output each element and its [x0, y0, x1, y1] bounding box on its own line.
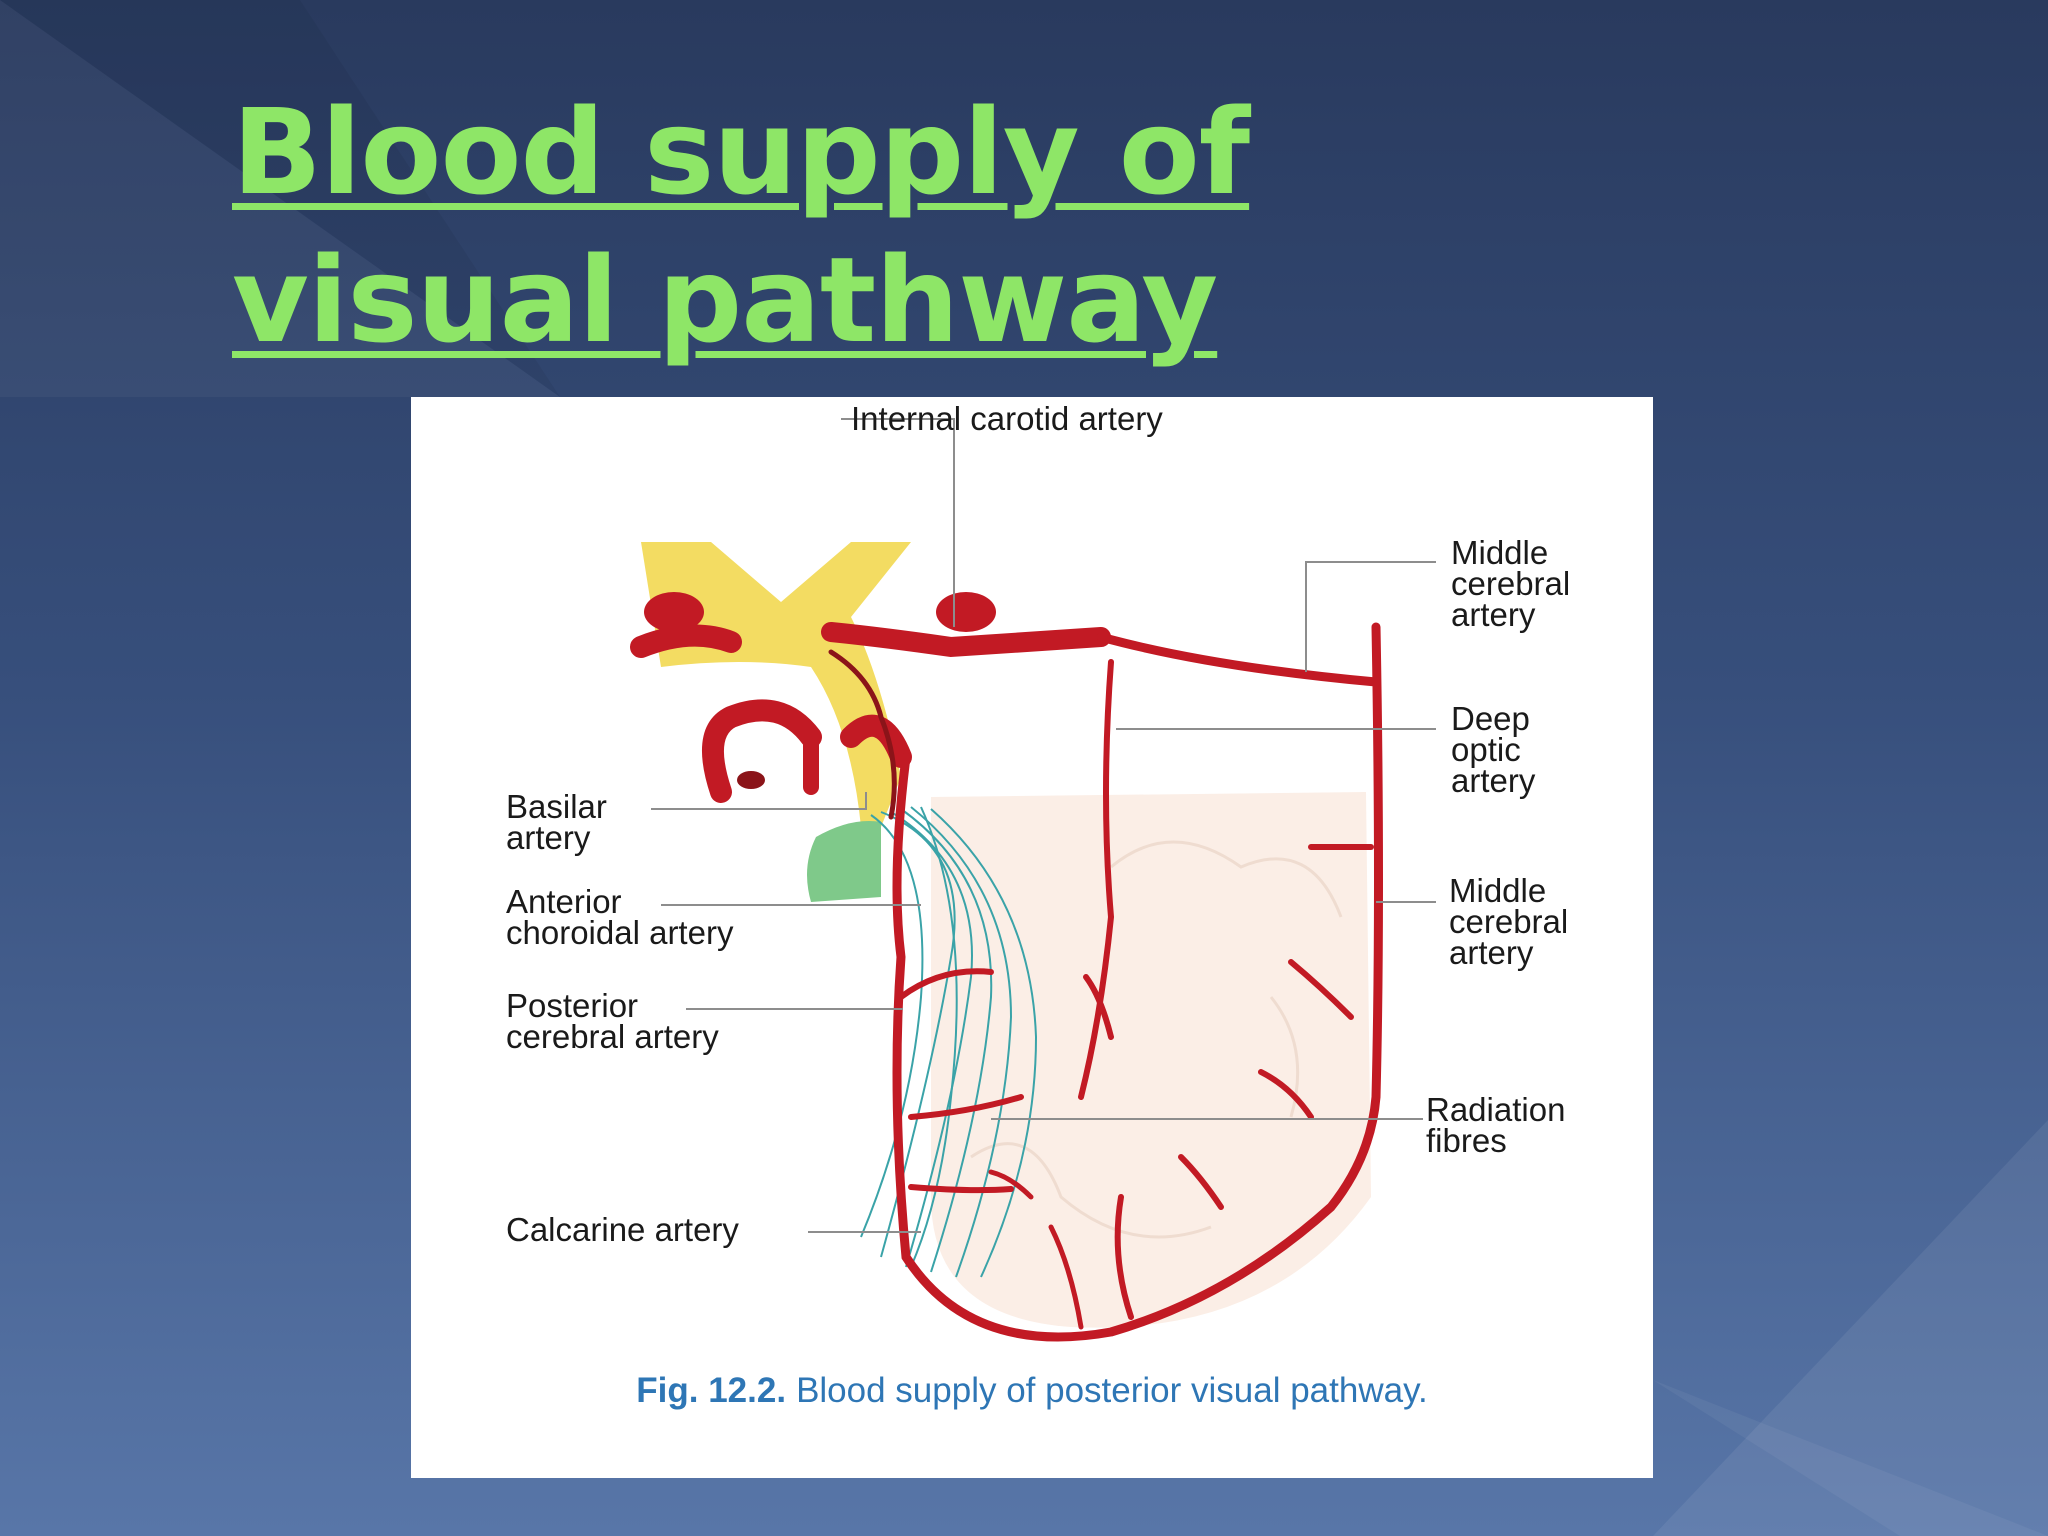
- cortex-region: [931, 792, 1371, 1328]
- label-radiation-fibres: Radiation fibres: [1426, 1091, 1575, 1159]
- leader-middle-cerebral-upper: [1305, 561, 1436, 672]
- posterior-cerebral-artery: [892, 622, 1383, 1342]
- carotid-lumen-right: [936, 592, 996, 632]
- label-middle-cerebral-upper: Middle cerebral artery: [1451, 534, 1579, 633]
- arteries: [630, 622, 1383, 1342]
- radiation-fibres: [860, 806, 1038, 1278]
- slide-title: Blood supply of visual pathway: [232, 83, 1250, 369]
- label-basilar: Basilar artery: [506, 788, 616, 856]
- label-anterior-choroidal: Anterior choroidal artery: [506, 883, 734, 951]
- leader-internal-carotid: [841, 418, 955, 627]
- optic-tract: [641, 542, 911, 827]
- lateral-geniculate-body: [807, 821, 881, 902]
- label-middle-cerebral-lower: Middle cerebral artery: [1449, 872, 1577, 971]
- label-deep-optic: Deep optic artery: [1451, 700, 1539, 799]
- label-calcarine: Calcarine artery: [506, 1211, 739, 1248]
- leader-basilar: [651, 792, 867, 810]
- anterior-choroidal-artery: [828, 649, 897, 820]
- figure-caption-text: Blood supply of posterior visual pathway…: [796, 1371, 1428, 1410]
- deep-optic-artery: [1078, 659, 1115, 1100]
- internal-carotid-right: [821, 622, 1111, 658]
- figure-number: Fig. 12.2.: [636, 1371, 787, 1410]
- visual-pathway-diagram: Internal carotid artery Middle cerebral …: [506, 400, 1579, 1342]
- figure-caption: Fig. 12.2.Blood supply of posterior visu…: [411, 1371, 1653, 1411]
- middle-cerebral-artery: [1096, 632, 1381, 687]
- label-posterior-cerebral: Posterior cerebral artery: [506, 987, 719, 1055]
- carotid-lumen-left: [644, 592, 704, 632]
- circle-of-willis: [702, 699, 912, 803]
- label-internal-carotid: Internal carotid artery: [851, 400, 1163, 437]
- internal-carotid-left: [630, 624, 742, 658]
- cortex-folds: [970, 840, 1343, 1239]
- figure-panel: Internal carotid artery Middle cerebral …: [411, 397, 1653, 1478]
